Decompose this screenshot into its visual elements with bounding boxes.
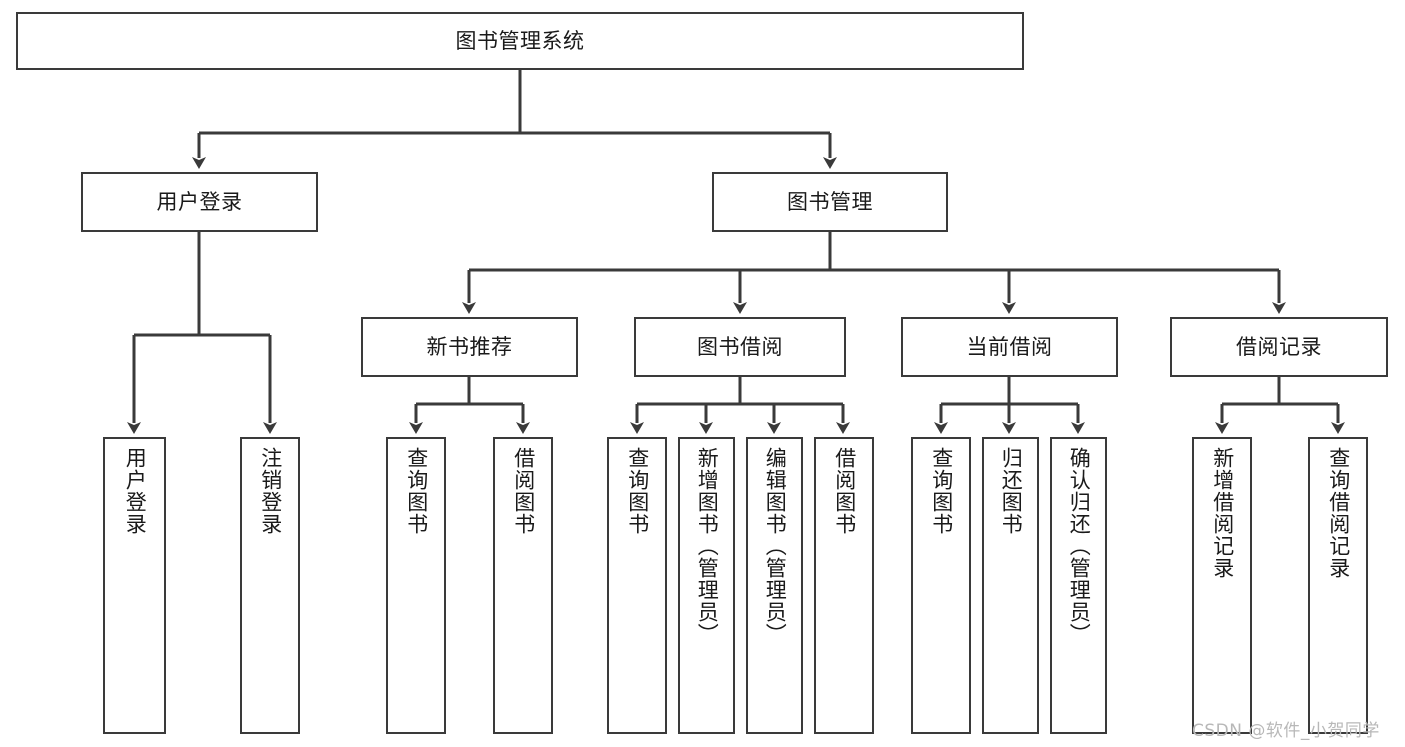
node-borrow-record[interactable]: 借阅记录: [1170, 317, 1388, 377]
node-leaf-return-book[interactable]: 归还图书: [982, 437, 1039, 734]
node-current-borrow-label: 当前借阅: [966, 334, 1053, 359]
node-leaf-user-login[interactable]: 用户登录: [103, 437, 166, 734]
node-leaf-borrow-book-2-label: 借阅图书: [832, 447, 857, 535]
node-book-borrow[interactable]: 图书借阅: [634, 317, 846, 377]
node-leaf-add-record[interactable]: 新增借阅记录: [1192, 437, 1252, 734]
node-leaf-borrow-book-2[interactable]: 借阅图书: [814, 437, 874, 734]
csdn-watermark: CSDN @软件_小贺同学: [1192, 721, 1380, 741]
node-leaf-add-book-label: 新增图书（管理员）: [695, 447, 720, 645]
node-current-borrow[interactable]: 当前借阅: [901, 317, 1118, 377]
node-leaf-query-record-label: 查询借阅记录: [1326, 447, 1351, 579]
node-book-manage[interactable]: 图书管理: [712, 172, 948, 232]
node-book-manage-label: 图书管理: [787, 189, 873, 214]
node-leaf-query-book-2-label: 查询图书: [625, 447, 650, 535]
node-new-book-recommend-label: 新书推荐: [426, 334, 513, 359]
node-leaf-logout[interactable]: 注销登录: [240, 437, 300, 734]
node-leaf-edit-book[interactable]: 编辑图书（管理员）: [746, 437, 803, 734]
node-leaf-add-record-label: 新增借阅记录: [1210, 447, 1235, 579]
node-leaf-query-book-1[interactable]: 查询图书: [386, 437, 446, 734]
node-leaf-borrow-book-1-label: 借阅图书: [511, 447, 536, 535]
node-leaf-return-book-label: 归还图书: [999, 447, 1024, 535]
node-leaf-query-book-2[interactable]: 查询图书: [607, 437, 667, 734]
node-leaf-query-book-1-label: 查询图书: [404, 447, 429, 535]
node-book-borrow-label: 图书借阅: [697, 334, 783, 359]
node-leaf-query-record[interactable]: 查询借阅记录: [1308, 437, 1368, 734]
node-leaf-edit-book-label: 编辑图书（管理员）: [763, 447, 788, 645]
node-leaf-confirm-return[interactable]: 确认归还（管理员）: [1050, 437, 1107, 734]
node-user-login[interactable]: 用户登录: [81, 172, 318, 232]
node-new-book-recommend[interactable]: 新书推荐: [361, 317, 578, 377]
node-root-label: 图书管理系统: [455, 28, 585, 53]
node-leaf-logout-label: 注销登录: [258, 447, 283, 535]
node-leaf-query-book-3[interactable]: 查询图书: [911, 437, 971, 734]
node-leaf-confirm-return-label: 确认归还（管理员）: [1067, 447, 1092, 645]
node-leaf-user-login-label: 用户登录: [123, 447, 148, 535]
node-user-login-label: 用户登录: [156, 189, 243, 214]
node-root[interactable]: 图书管理系统: [16, 12, 1024, 70]
node-leaf-add-book[interactable]: 新增图书（管理员）: [678, 437, 735, 734]
node-borrow-record-label: 借阅记录: [1236, 334, 1322, 359]
node-leaf-query-book-3-label: 查询图书: [929, 447, 954, 535]
node-leaf-borrow-book-1[interactable]: 借阅图书: [493, 437, 553, 734]
